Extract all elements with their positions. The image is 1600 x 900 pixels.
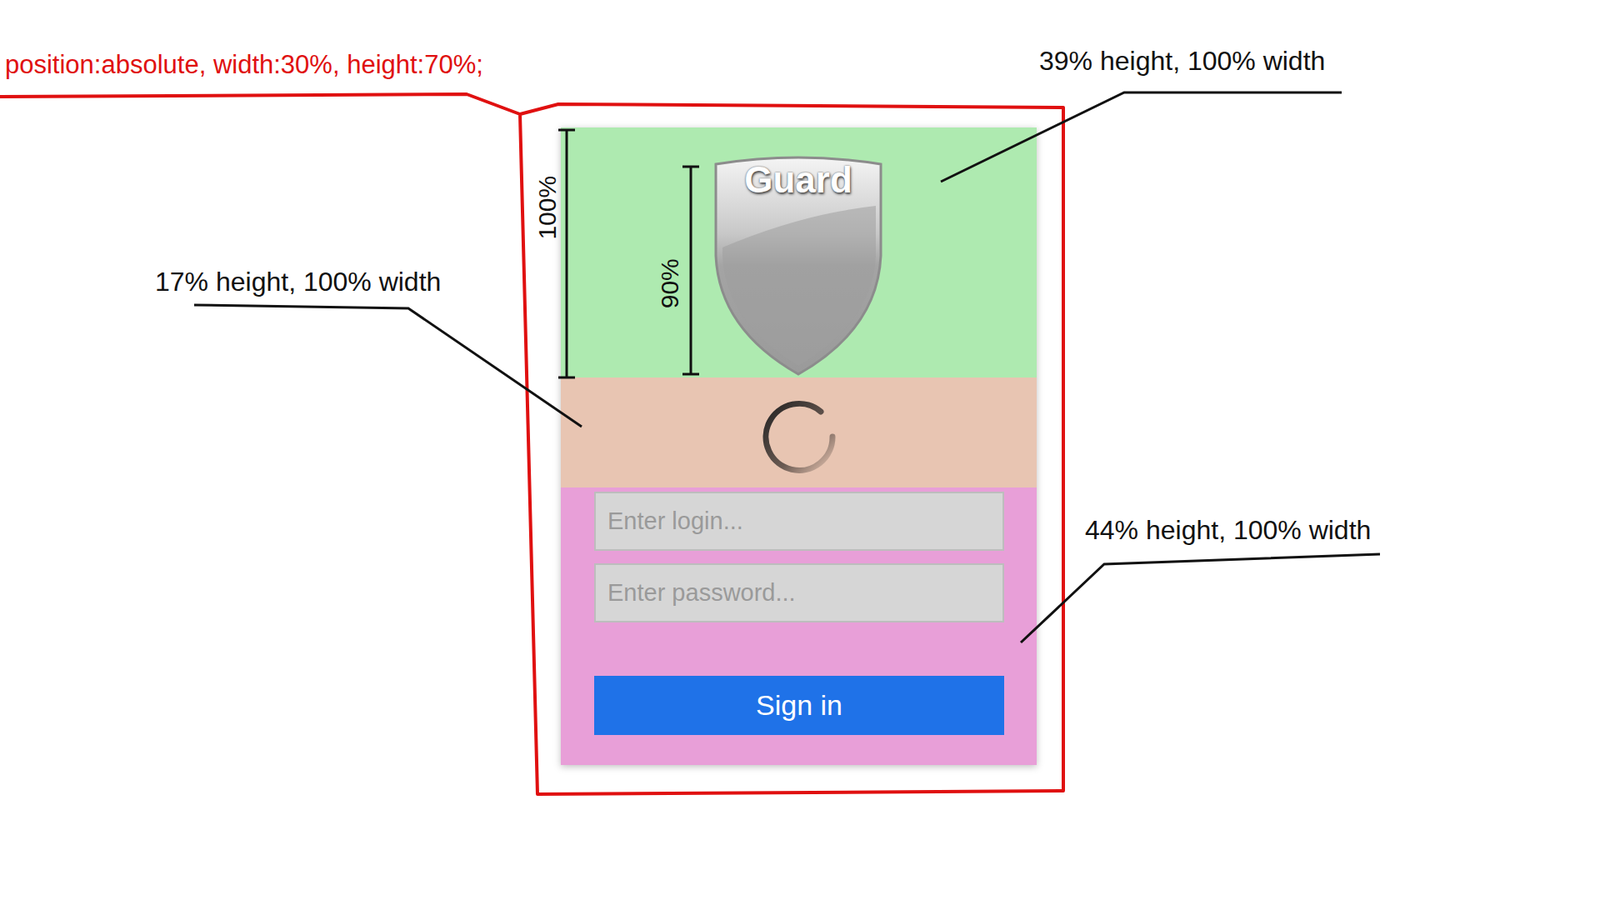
placeholder-text: Enter login... <box>607 507 744 535</box>
button-text: Sign in <box>755 689 843 722</box>
callout-text: 44% height, 100% width <box>1085 515 1371 546</box>
shield-logo: Guard <box>709 155 888 376</box>
sign-in-button: Sign in <box>594 675 1005 735</box>
card <box>560 127 1037 765</box>
callout-text: 39% height, 100% width <box>1039 45 1325 77</box>
dimension-text: 90% <box>655 258 685 309</box>
callout-text: 17% height, 100% width <box>155 266 441 298</box>
form-band <box>560 487 1037 765</box>
spinner-band <box>560 377 1037 488</box>
shield-title: Guard <box>744 159 853 201</box>
logo-band <box>560 127 1037 378</box>
css-note: position:absolute, width:30%, height:70%… <box>5 50 484 80</box>
dimension-bar <box>558 130 700 378</box>
dimension-text: 100% <box>533 175 563 240</box>
shield-body <box>715 157 881 375</box>
spinner-icon <box>765 403 833 470</box>
leader-line <box>194 92 1380 643</box>
text-input: Enter password... <box>594 563 1005 623</box>
text-input: Enter login... <box>594 491 1005 551</box>
container-outline <box>0 94 1064 795</box>
shield-shade <box>722 205 876 366</box>
placeholder-text: Enter password... <box>607 579 796 607</box>
